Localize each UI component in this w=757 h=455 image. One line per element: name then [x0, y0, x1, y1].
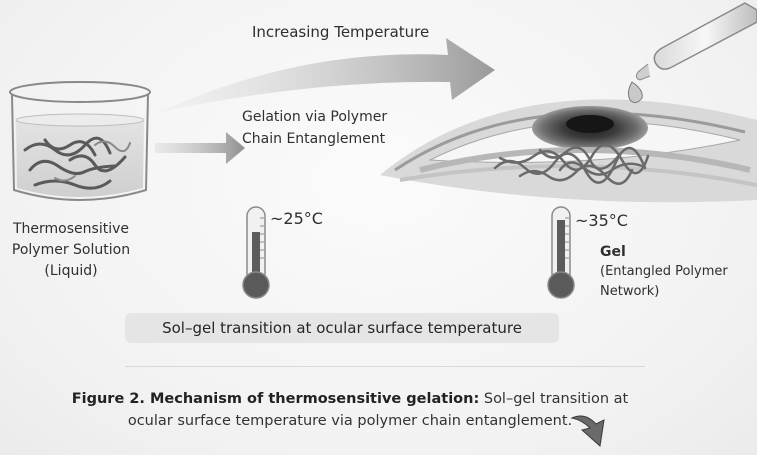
- solution-label-line-1: Thermosensitive: [13, 221, 129, 237]
- dropper-icon: [627, 2, 757, 104]
- divider: [125, 366, 645, 367]
- transition-banner: Sol–gel transition at ocular surface tem…: [125, 313, 559, 343]
- temperature-high-label: ~35°C: [575, 211, 628, 230]
- gelation-label-line-2: Chain Entanglement: [242, 131, 386, 147]
- gel-title: Gel: [600, 244, 626, 260]
- gel-description-line-2: Network): [600, 284, 660, 299]
- beaker-icon: [9, 81, 151, 201]
- mouse-cursor-icon: [570, 415, 605, 447]
- gel-description-line-1: (Entangled Polymer: [600, 264, 728, 279]
- solution-label-line-2: Polymer Solution: [11, 242, 131, 258]
- gel-description: (Entangled Polymer Network): [600, 262, 750, 302]
- solution-label: Thermosensitive Polymer Solution (Liquid…: [6, 219, 136, 282]
- caption-line-1: Figure 2. Mechanism of thermosensitive g…: [40, 388, 660, 410]
- gelation-label: Gelation via Polymer Chain Entanglement: [242, 106, 387, 150]
- solution-label-line-3: (Liquid): [44, 263, 98, 279]
- figure-caption: Figure 2. Mechanism of thermosensitive g…: [40, 388, 660, 432]
- gelation-arrow: [155, 132, 245, 164]
- caption-line-2: ocular surface temperature via polymer c…: [127, 413, 573, 429]
- caption-title: Figure 2. Mechanism of thermosensitive g…: [71, 391, 480, 407]
- thermometer-high-icon: [547, 206, 575, 299]
- increasing-temperature-label: Increasing Temperature: [252, 23, 430, 41]
- caption-line-1-rest: Sol–gel transition at: [479, 391, 629, 407]
- increasing-temperature-arrow: [160, 38, 495, 112]
- thermometer-low-icon: [242, 206, 270, 299]
- gelation-label-line-1: Gelation via Polymer: [242, 109, 388, 125]
- temperature-low-label: ~25°C: [270, 209, 323, 228]
- eye-illustration: [380, 99, 757, 203]
